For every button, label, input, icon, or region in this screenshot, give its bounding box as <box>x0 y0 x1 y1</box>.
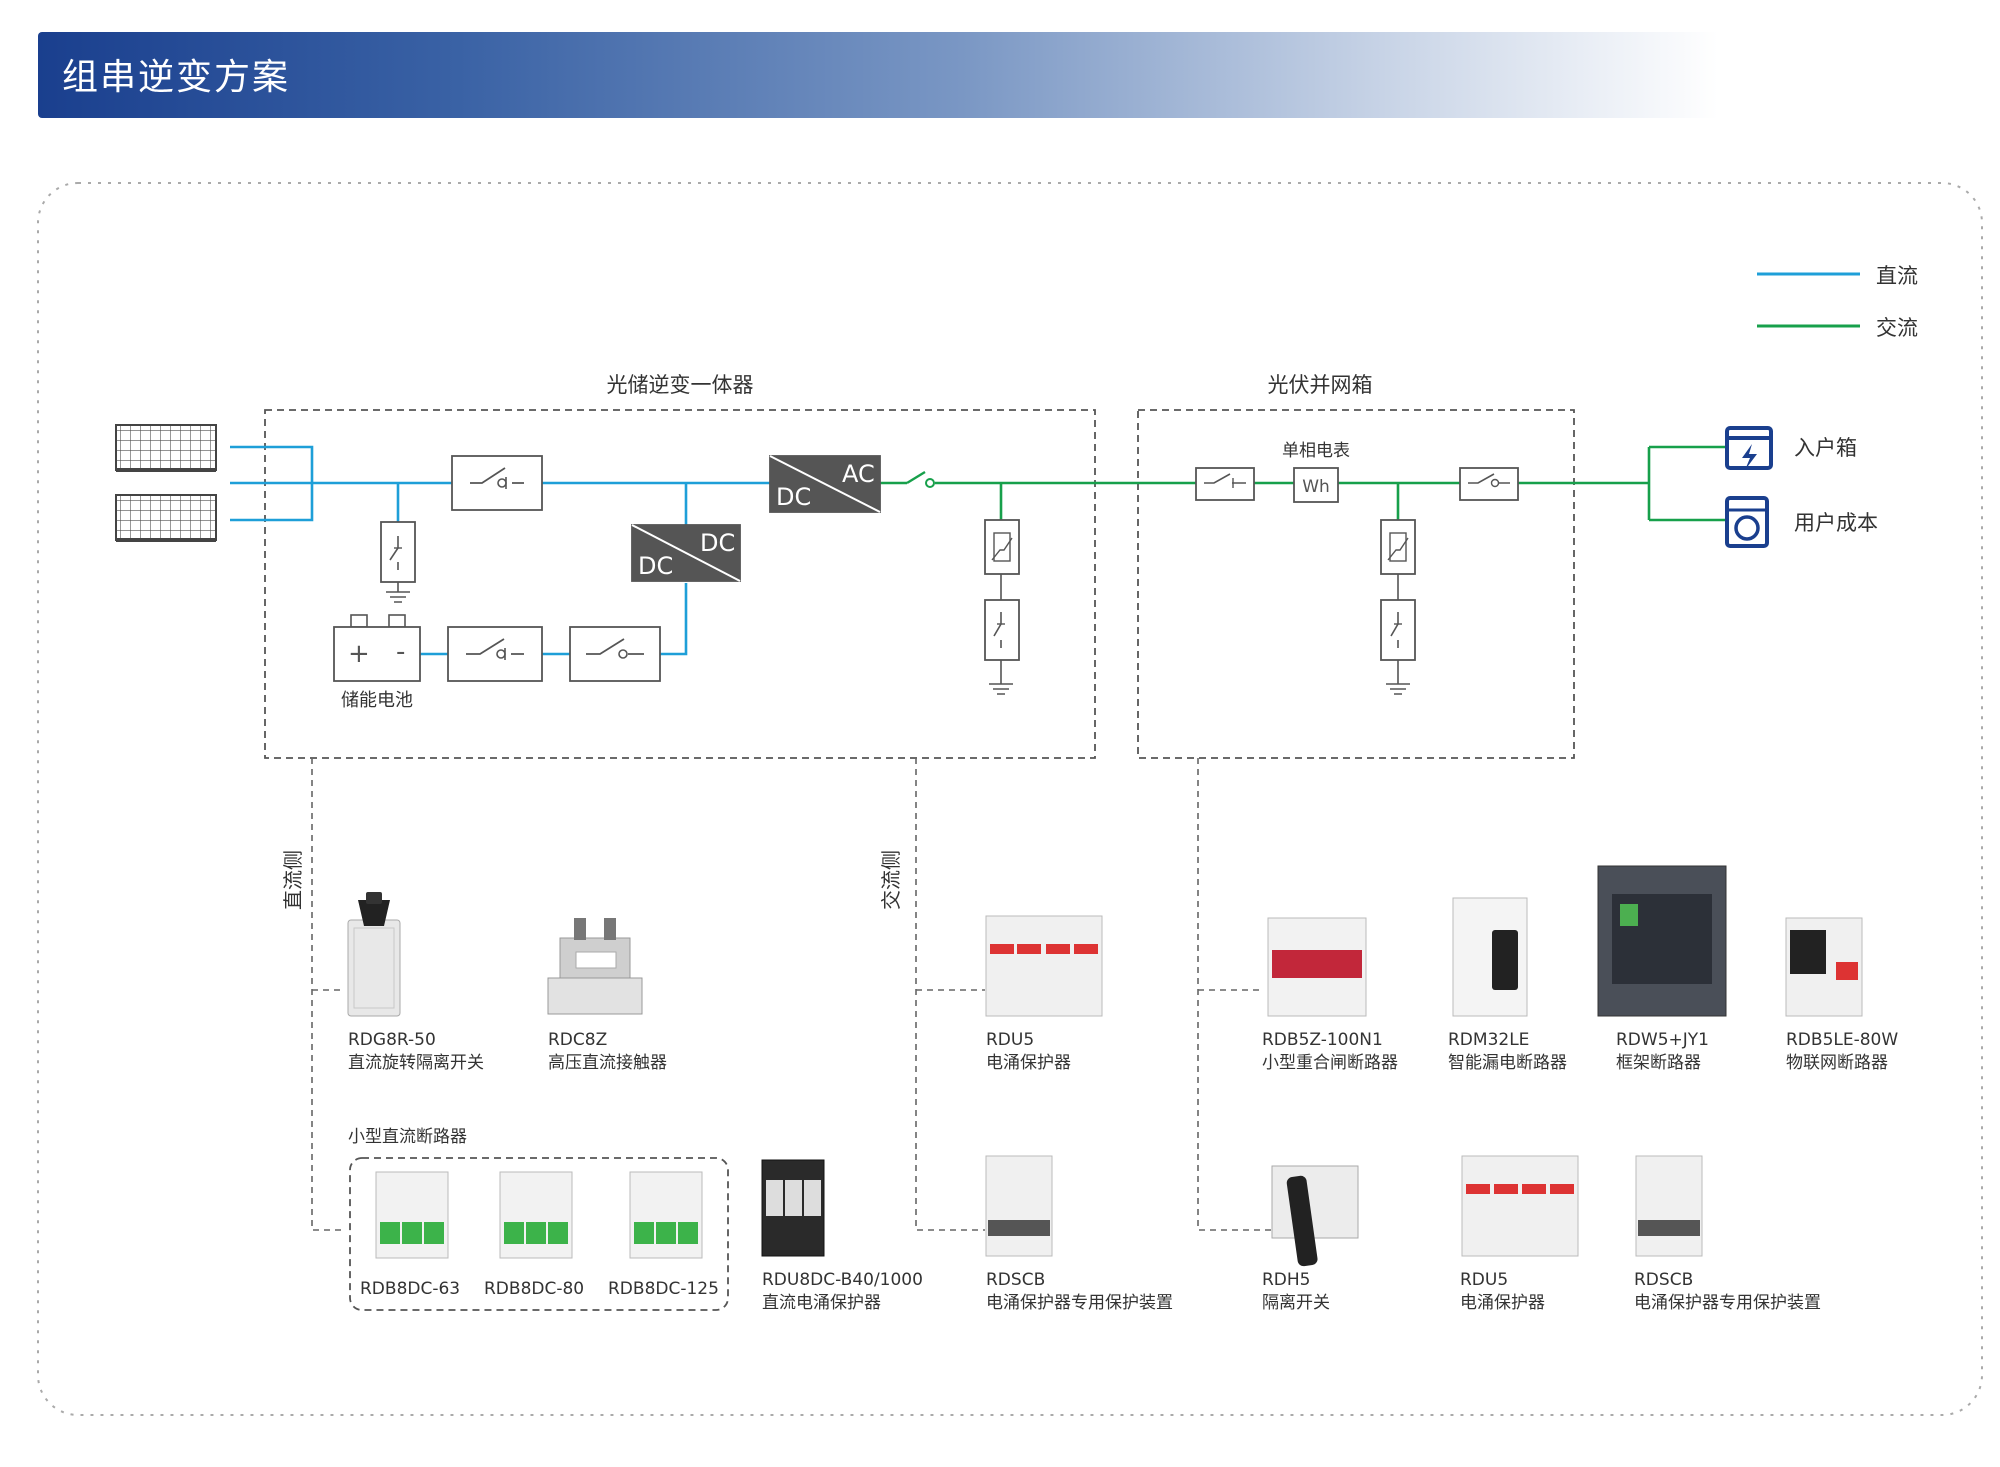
ground-icon <box>989 660 1013 695</box>
grid-box-title: 光伏并网箱 <box>1268 373 1373 397</box>
product-name: 电涌保护器 <box>1460 1293 1545 1313</box>
isolating-switch-image <box>1271 1165 1359 1267</box>
small-dc-breaker-group-title: 小型直流断路器 <box>348 1127 467 1147</box>
dcdc-top-label: DC <box>700 529 735 557</box>
product-model: RDB8DC-80 <box>484 1279 584 1299</box>
product-model: RDH5 <box>1262 1270 1311 1290</box>
meter-label: 单相电表 <box>1282 441 1350 461</box>
ground-icon <box>1386 660 1410 695</box>
output-label-home-appliance: 用户成本 <box>1794 511 1878 535</box>
smart-leakage-breaker-image <box>1452 897 1528 1017</box>
grid-spd-breaker-icon <box>1380 599 1416 661</box>
dc-side-label: 直流侧 <box>281 850 305 910</box>
product-model: RDU5 <box>986 1030 1034 1050</box>
surge-protector-image <box>1461 1155 1579 1257</box>
product-name: 高压直流接触器 <box>548 1053 667 1073</box>
legend-ac-label: 交流 <box>1876 316 1918 340</box>
dc-surge-protector-image <box>761 1159 825 1257</box>
product-name: 直流电涌保护器 <box>762 1293 881 1313</box>
product-model: RDG8R-50 <box>348 1030 436 1050</box>
legend-dc-label: 直流 <box>1876 264 1918 288</box>
output-label-distribution-box: 入户箱 <box>1794 436 1857 460</box>
battery-icon: + - <box>333 614 421 682</box>
small-dc-breaker-group-box <box>349 1157 729 1311</box>
surge-protector-image <box>985 915 1103 1017</box>
frame-breaker-image <box>1597 865 1727 1017</box>
battery-plus: + <box>348 639 370 669</box>
grid-switch-icon <box>1195 467 1255 501</box>
product-model: RDM32LE <box>1448 1030 1529 1050</box>
dc-contactor-image <box>547 918 643 1015</box>
dcdc-bottom-label: DC <box>638 552 673 580</box>
product-model: RDB8DC-63 <box>360 1279 460 1299</box>
product-name: 电涌保护器 <box>986 1053 1071 1073</box>
product-name: 电涌保护器专用保护装置 <box>986 1293 1173 1313</box>
product-name: 框架断路器 <box>1616 1053 1701 1073</box>
solar-panel-icon <box>115 424 217 472</box>
rotary-isolator-switch-image <box>347 892 401 1017</box>
outer-frame <box>37 182 1983 1416</box>
product-model: RDB5Z-100N1 <box>1262 1030 1383 1050</box>
battery-label: 储能电池 <box>341 690 413 711</box>
ac-wiring <box>880 445 1727 522</box>
product-name: 直流旋转隔离开关 <box>348 1053 484 1073</box>
product-model: RDU5 <box>1460 1270 1508 1290</box>
page-title: 组串逆变方案 <box>62 57 291 98</box>
product-model: RDB8DC-125 <box>608 1279 719 1299</box>
product-model: RDSCB <box>1634 1270 1693 1290</box>
solar-panel-icon <box>115 494 217 542</box>
product-model: RDU8DC-B40/1000 <box>762 1270 923 1290</box>
product-name: 电涌保护器专用保护装置 <box>1634 1293 1821 1313</box>
spd-protection-device-image <box>985 1155 1053 1257</box>
dc-breaker-image <box>629 1171 703 1259</box>
ground-switch-icon <box>380 521 416 603</box>
spd-breaker-icon <box>984 599 1020 661</box>
iot-breaker-image <box>1785 917 1863 1017</box>
dc-ac-inverter-icon: AC DC <box>769 455 881 513</box>
meter-unit: Wh <box>1302 477 1330 497</box>
header-banner: 组串逆变方案 <box>38 32 1718 118</box>
electric-meter-icon: Wh <box>1293 467 1339 503</box>
surge-protector-icon <box>984 519 1020 575</box>
ac-switch-icon <box>906 470 935 488</box>
product-model: RDB5LE-80W <box>1786 1030 1898 1050</box>
dc-switch-icon <box>451 455 543 511</box>
dcac-bottom-label: DC <box>776 483 811 511</box>
distribution-box-icon <box>1725 426 1773 470</box>
grid-box <box>1137 409 1575 759</box>
dcac-top-label: AC <box>842 460 875 488</box>
grid-output-switch-icon <box>1459 467 1519 501</box>
spd-protection-device-image <box>1635 1155 1703 1257</box>
recloser-breaker-image <box>1267 917 1367 1017</box>
product-name: 智能漏电断路器 <box>1448 1053 1567 1073</box>
inverter-box <box>264 409 1096 759</box>
product-model: RDC8Z <box>548 1030 607 1050</box>
product-model: RDW5+JY1 <box>1616 1030 1709 1050</box>
battery-minus: - <box>396 637 405 667</box>
washing-machine-icon <box>1725 496 1769 548</box>
connector-lines <box>311 758 1272 1231</box>
dc-breaker-image <box>499 1171 573 1259</box>
battery-disconnector-icon <box>569 626 661 682</box>
battery-switch-icon <box>447 626 543 682</box>
product-name: 物联网断路器 <box>1786 1053 1888 1073</box>
dc-dc-converter-icon: DC DC <box>631 524 741 582</box>
product-model: RDSCB <box>986 1270 1045 1290</box>
ac-side-label: 交流侧 <box>879 850 903 910</box>
inverter-box-title: 光储逆变一体器 <box>607 373 754 397</box>
product-name: 小型重合闸断路器 <box>1262 1053 1398 1073</box>
legend: 直流 交流 <box>1757 264 1918 340</box>
product-name: 隔离开关 <box>1262 1293 1330 1313</box>
grid-surge-protector-icon <box>1380 519 1416 575</box>
dc-breaker-image <box>375 1171 449 1259</box>
